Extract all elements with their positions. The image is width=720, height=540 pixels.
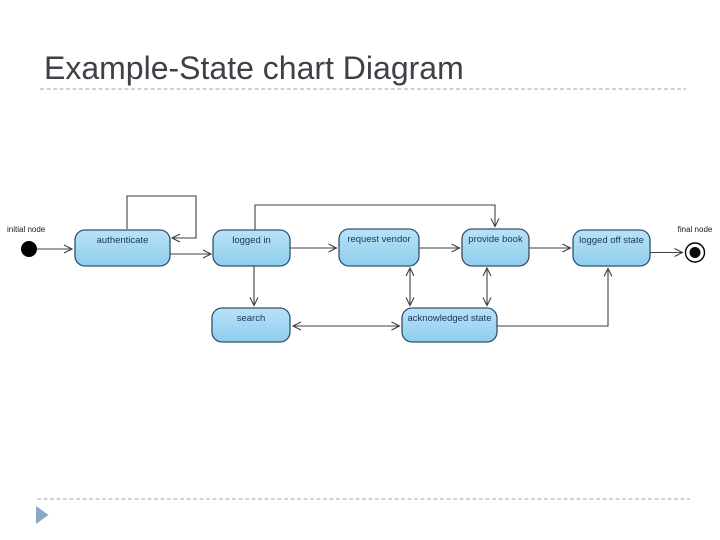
state-box (212, 229, 291, 267)
state-box (211, 307, 291, 343)
state-label: search (237, 313, 266, 324)
state-acknowledged: acknowledged state (401, 307, 498, 343)
final-node-label: final node (678, 225, 713, 234)
state-label: logged in (232, 235, 271, 246)
transition-authenticate-self-loop (126, 195, 197, 238)
transition-logged-in-to-provide-book (254, 204, 495, 230)
state-box (461, 228, 530, 267)
state-search: search (211, 307, 291, 343)
state-box (74, 229, 171, 267)
state-box (572, 229, 651, 267)
state-label: authenticate (97, 235, 149, 246)
footer-arrow-icon (36, 506, 49, 524)
state-label: provide book (468, 234, 523, 245)
state-authenticate: authenticate (74, 229, 171, 267)
transition-acknowledged-to-logged-off (497, 269, 608, 327)
state-label: acknowledged state (408, 313, 492, 324)
state-request-vendor: request vendor (338, 228, 420, 267)
state-box (338, 228, 420, 267)
state-label: request vendor (347, 234, 410, 245)
initial-node-label: initial node (7, 225, 46, 234)
final-node (684, 242, 706, 263)
state-box (401, 307, 498, 343)
final-node-inner-dot (689, 247, 701, 258)
state-logged-off: logged off state (572, 229, 651, 267)
state-logged-in: logged in (212, 229, 291, 267)
initial-node (21, 241, 37, 257)
slide-title: Example-State chart Diagram (44, 50, 464, 86)
state-provide-book: provide book (461, 228, 530, 267)
state-label: logged off state (579, 235, 644, 246)
